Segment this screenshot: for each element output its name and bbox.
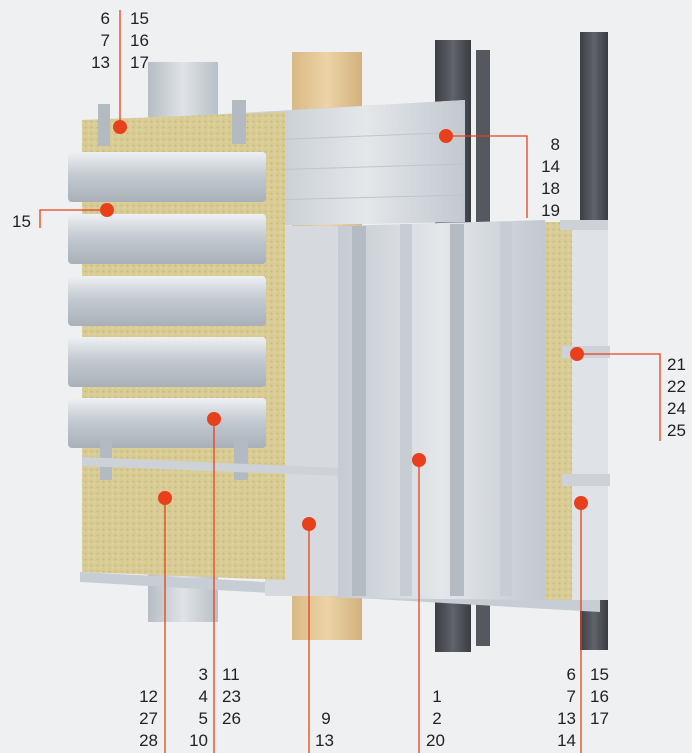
callout-number: 17 (590, 709, 609, 728)
callout-bottom-c: 11 23 26 (222, 664, 241, 730)
rail-brackets-left (82, 100, 340, 480)
horizontal-cladding-planks (68, 152, 266, 448)
callout-number: 4 (198, 687, 208, 706)
callout-number: 3 (198, 665, 208, 684)
leader-lines (39, 10, 661, 753)
marker-dot (100, 203, 114, 217)
callout-bottom-e: 1 2 20 (426, 686, 448, 752)
markers (100, 120, 588, 531)
callout-number: 25 (667, 421, 686, 440)
marker-dot (302, 517, 316, 531)
vertical-trapezoidal-sheet (338, 220, 545, 600)
callout-number: 5 (198, 709, 208, 728)
callout-bottom-f: 6 7 13 14 (548, 664, 576, 752)
callout-number: 7 (100, 31, 110, 50)
callout-number: 13 (557, 709, 576, 728)
callout-bottom-b: 3 4 5 10 (180, 664, 208, 752)
marker-dot (570, 347, 584, 361)
callout-top-left-a: 6 7 13 (88, 8, 110, 74)
callout-number: 23 (222, 687, 241, 706)
callout-bottom-d: 9 13 (315, 708, 337, 752)
callout-top-right: 8 14 18 19 (530, 134, 560, 222)
marker-dot (412, 453, 426, 467)
callout-number: 11 (222, 665, 240, 684)
callout-number: 13 (315, 731, 334, 750)
callout-number: 20 (426, 731, 445, 750)
callout-top-left-b: 15 16 17 (130, 8, 149, 74)
callout-number: 14 (541, 157, 560, 176)
callout-number: 27 (139, 709, 158, 728)
callout-bottom-g: 15 16 17 (590, 664, 609, 730)
callout-number: 6 (566, 665, 576, 684)
callout-number: 10 (189, 731, 208, 750)
callout-number: 15 (590, 665, 609, 684)
callout-number: 24 (667, 399, 686, 418)
callout-number: 21 (667, 355, 686, 374)
callout-number: 12 (139, 687, 158, 706)
callout-number: 13 (91, 53, 110, 72)
mineral-wool-right (540, 222, 608, 600)
callout-number: 26 (222, 709, 241, 728)
callout-number: 17 (130, 53, 149, 72)
callout-number: 19 (541, 201, 560, 220)
marker-dot (113, 120, 127, 134)
callout-number: 16 (130, 31, 149, 50)
callout-number: 14 (557, 731, 576, 750)
callout-number: 15 (12, 212, 31, 231)
callout-number: 6 (100, 9, 110, 28)
marker-dot (439, 129, 453, 143)
callout-number: 22 (667, 377, 686, 396)
leader-right (577, 353, 661, 441)
callout-right: 21 22 24 25 (667, 354, 686, 442)
marker-dot (158, 491, 172, 505)
callout-number: 18 (541, 179, 560, 198)
callout-number: 7 (566, 687, 576, 706)
callout-number: 15 (130, 9, 149, 28)
leader-top-right (446, 135, 528, 218)
leader-left (39, 209, 107, 228)
callout-number: 16 (590, 687, 609, 706)
callout-number: 1 (432, 687, 442, 706)
callout-number: 28 (139, 731, 158, 750)
marker-dot (207, 412, 221, 426)
marker-dot (574, 496, 588, 510)
callout-number: 2 (432, 709, 442, 728)
callout-number: 8 (550, 135, 560, 154)
callout-left: 15 (12, 211, 31, 233)
callout-bottom-a: 12 27 28 (130, 686, 158, 752)
callout-number: 9 (321, 709, 331, 728)
